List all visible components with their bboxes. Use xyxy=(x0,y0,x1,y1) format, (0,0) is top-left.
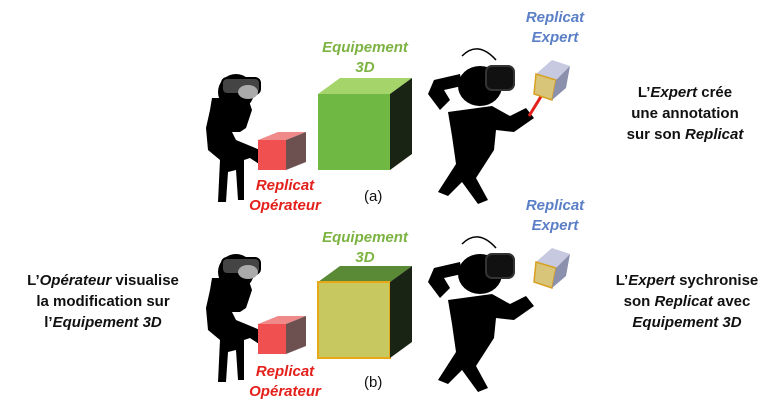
operator-replica-cube-a xyxy=(258,132,306,170)
equipment-label-line2: 3D xyxy=(355,249,375,266)
operator-replica-label-line2: Opérateur xyxy=(249,197,321,214)
operator-figure-b xyxy=(206,254,266,382)
operator-replica-label-b: Replicat Opérateur xyxy=(230,362,340,402)
expert-replica-label-line2: Expert xyxy=(531,29,579,46)
expert-replica-label-b: Replicat Expert xyxy=(515,196,595,236)
expert-figure-a xyxy=(428,48,547,204)
operator-replica-label-a: Replicat Opérateur xyxy=(230,176,340,216)
equipment-label-a: Equipement 3D xyxy=(310,38,420,78)
operator-replica-label-line1: Replicat xyxy=(255,363,315,380)
expert-replica-cube-b xyxy=(533,248,570,289)
caption-a: (a) xyxy=(364,188,383,205)
operator-replica-cube-b xyxy=(258,316,306,354)
equipment-label-line1: Equipement xyxy=(322,229,408,246)
expert-replica-cube-a xyxy=(533,60,570,101)
equipment-label-line1: Equipement xyxy=(322,39,408,56)
operator-replica-label-line1: Replicat xyxy=(255,177,315,194)
caption-b: (b) xyxy=(364,374,383,391)
equipment-label-line2: 3D xyxy=(355,59,375,76)
operator-replica-label-line2: Opérateur xyxy=(249,383,321,400)
expert-description-a: L’Expert crée une annotation sur son Rep… xyxy=(626,84,744,143)
expert-replica-label-line1: Replicat xyxy=(525,197,585,214)
equipment-3d-cube-b xyxy=(317,266,412,359)
expert-figure-b xyxy=(428,236,534,392)
operator-description-b: L’Opérateur visualise la modification su… xyxy=(27,272,179,331)
operator-figure-a xyxy=(206,74,266,202)
expert-description-b: L’Expert sychronise son Replicat avec Eq… xyxy=(615,272,759,331)
vr-headset-icon xyxy=(485,65,515,91)
vr-headset-icon xyxy=(485,253,515,279)
equipment-label-b: Equipement 3D xyxy=(310,228,420,268)
expert-replica-label-a: Replicat Expert xyxy=(515,8,595,48)
equipment-3d-cube-a xyxy=(318,78,412,170)
expert-replica-label-line2: Expert xyxy=(531,217,579,234)
expert-replica-label-line1: Replicat xyxy=(525,9,585,26)
